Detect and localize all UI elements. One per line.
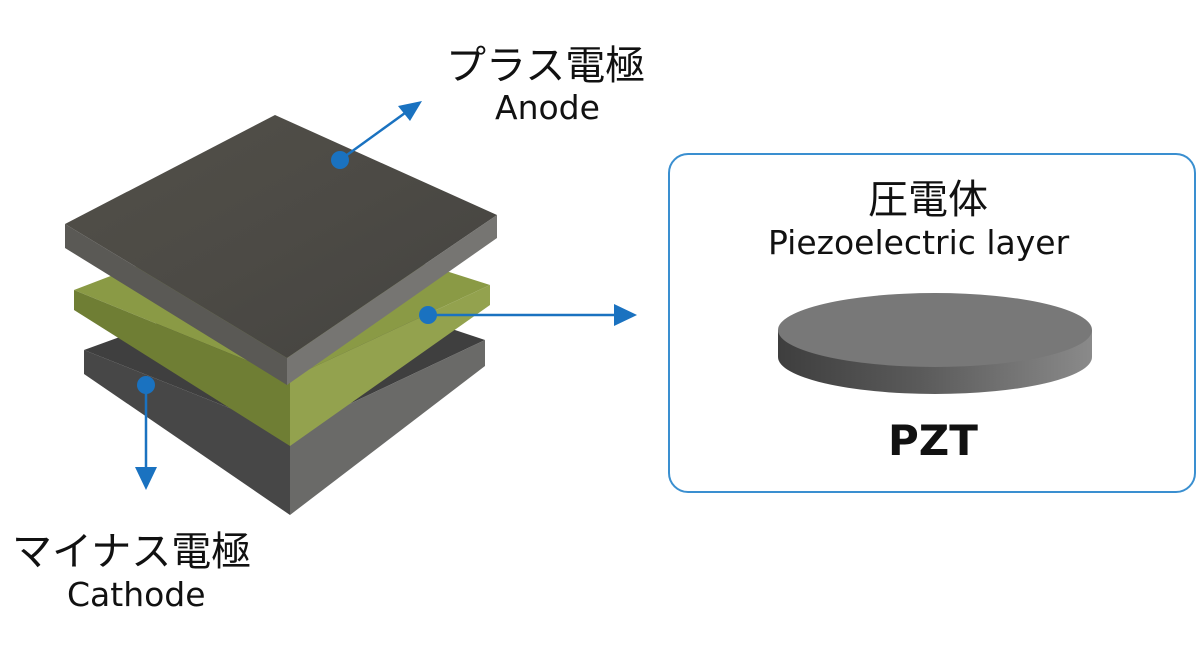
anode-top-face xyxy=(65,115,497,358)
piezo-detail-box xyxy=(668,153,1196,493)
anode-dot xyxy=(331,151,349,169)
anode-arrow xyxy=(331,101,422,169)
cathode-arrowhead xyxy=(135,467,157,490)
cathode-side-face xyxy=(290,340,485,515)
piezo-label-en: Piezoelectric layer xyxy=(768,223,1070,262)
pzt-material-label: PZT xyxy=(888,416,978,465)
anode-arrowhead xyxy=(398,101,422,121)
anode-label-jp: プラス電極 xyxy=(446,43,646,89)
piezo-arrow xyxy=(419,304,637,326)
cathode-label-en: Cathode xyxy=(67,575,206,614)
anode-front-face xyxy=(65,224,287,385)
piezo-front-face xyxy=(74,290,290,446)
piezo-arrowhead xyxy=(614,304,637,326)
piezo-side-face xyxy=(290,285,490,446)
anode-side-face xyxy=(287,215,497,385)
cathode-arrow xyxy=(135,376,157,490)
pzt-disc xyxy=(778,293,1092,394)
cathode-front-face xyxy=(84,350,290,515)
cathode-label-jp: マイナス電極 xyxy=(12,529,252,575)
piezo-label-jp: 圧電体 xyxy=(868,177,988,223)
piezo-dot xyxy=(419,306,437,324)
pzt-disc-top xyxy=(778,293,1092,367)
cathode-dot xyxy=(137,376,155,394)
anode-plate xyxy=(65,115,497,385)
anode-label-en: Anode xyxy=(495,88,600,127)
